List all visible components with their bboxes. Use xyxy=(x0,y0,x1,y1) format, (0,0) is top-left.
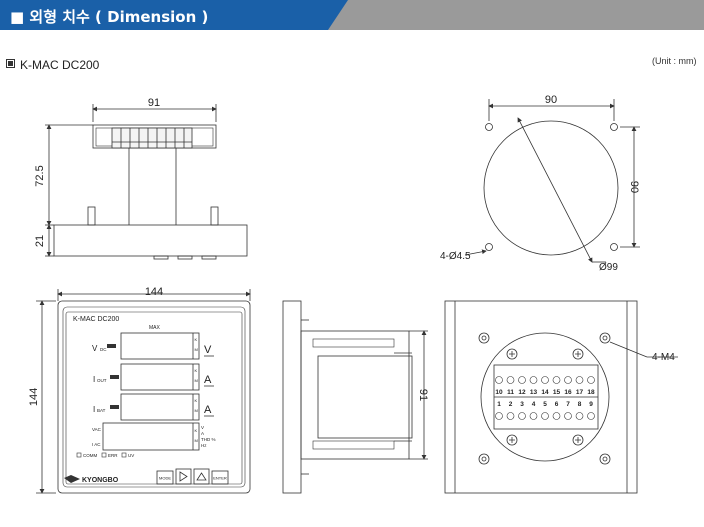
terminal-number: 3 xyxy=(520,401,524,408)
shift-button[interactable] xyxy=(175,468,192,485)
row2-k: K xyxy=(195,368,198,373)
terminal-profile xyxy=(317,355,413,439)
front-width-label: 144 xyxy=(145,286,163,298)
brand-label: KYONGBO xyxy=(82,477,119,484)
enter-button-label: ENTER xyxy=(213,476,227,481)
model-name: K-MAC DC200 xyxy=(20,58,100,72)
square-bullet-icon xyxy=(6,59,15,68)
row4-top: VAC xyxy=(92,427,102,432)
terminal-number: 7 xyxy=(566,401,570,408)
row4-m: M xyxy=(195,438,198,443)
mounting-hole xyxy=(485,243,493,251)
profile-view xyxy=(282,300,428,494)
terminal-number: 6 xyxy=(555,401,559,408)
mode-button[interactable] xyxy=(156,470,174,485)
terminal-numbers-top: 10 11 12 13 14 15 16 17 18 xyxy=(495,389,595,396)
enter-button[interactable] xyxy=(211,470,229,485)
row1-k: K xyxy=(195,337,198,342)
terminal-numbers-bottom: 1 2 3 4 5 6 7 8 9 xyxy=(497,401,593,408)
terminal-number: 1 xyxy=(497,401,501,408)
rear-view xyxy=(444,300,678,494)
row1-m: M xyxy=(195,347,198,352)
row4-k: K xyxy=(195,428,198,433)
row1-sub: DC xyxy=(100,347,107,352)
display-row-3 xyxy=(120,393,200,421)
mounting-hole xyxy=(485,123,493,131)
aux-unit-a: A xyxy=(201,431,204,436)
row2-sub: OUT xyxy=(97,378,107,383)
display-row-4 xyxy=(102,422,200,451)
bezel-profile xyxy=(282,300,302,494)
status-comm: COMM xyxy=(83,453,97,458)
hole-spacing-y-label: 90 xyxy=(628,181,640,193)
row1-unit: V xyxy=(204,344,212,356)
rear-boss xyxy=(480,332,610,462)
row2-label: I xyxy=(93,375,95,384)
row1-label: V xyxy=(92,344,98,353)
terminal-number: 5 xyxy=(543,401,547,408)
row4-bottom: I AC xyxy=(92,442,101,447)
front-model-label: K-MAC DC200 xyxy=(73,316,119,323)
terminal-number: 15 xyxy=(553,389,561,396)
terminal-number: 13 xyxy=(530,389,538,396)
body-profile xyxy=(300,330,410,460)
terminal-number: 4 xyxy=(532,401,536,408)
display-row-2 xyxy=(120,363,200,391)
row3-sub: BAT xyxy=(97,408,106,413)
mounting-hole xyxy=(610,123,618,131)
aux-unit-hz: Hz xyxy=(201,443,207,448)
side-width-label: 91 xyxy=(148,97,160,109)
model-label: K-MAC DC200 xyxy=(6,58,99,72)
row3-m: M xyxy=(195,408,198,413)
hole-callout-label: 4-Ø4.5 xyxy=(440,251,471,262)
side-view xyxy=(45,104,248,260)
front-height-label: 144 xyxy=(28,388,40,406)
terminal-number: 16 xyxy=(564,389,572,396)
header-title-band xyxy=(0,0,348,30)
status-uv: UV xyxy=(128,453,134,458)
row3-k: K xyxy=(195,398,198,403)
terminal-number: 11 xyxy=(507,389,514,396)
terminal-number: 17 xyxy=(576,389,584,396)
terminal-number: 10 xyxy=(495,389,503,396)
panel-cutout-view xyxy=(464,99,640,263)
mode-button-label: MODE xyxy=(159,476,171,481)
page-title: ■ 외형 치수 ( Dimension ) xyxy=(10,8,209,26)
terminal-number: 14 xyxy=(541,389,549,396)
status-err: ERR xyxy=(108,453,118,458)
terminal-number: 18 xyxy=(587,389,595,396)
row3-label: I xyxy=(93,405,95,414)
row2-unit: A xyxy=(204,374,212,386)
mounting-hole xyxy=(610,243,618,251)
circle-callout-label: Ø99 xyxy=(599,262,618,273)
row3-unit: A xyxy=(204,404,212,416)
row2-m: M xyxy=(195,378,198,383)
front-view xyxy=(36,289,251,494)
terminal-number: 9 xyxy=(589,401,593,408)
profile-height-label: 91 xyxy=(417,389,429,401)
display-row-1 xyxy=(120,332,200,360)
side-terminal-block xyxy=(111,127,193,149)
screw-callout-label: 4-M4 xyxy=(652,352,675,363)
aux-unit-v: V xyxy=(201,425,204,430)
rear-terminal-screws xyxy=(495,376,595,420)
side-height-label: 72.5 xyxy=(34,165,46,186)
aux-unit-thd: THD % xyxy=(201,437,216,442)
max-label: MAX xyxy=(149,325,161,331)
kyongbo-logo-icon xyxy=(64,475,80,483)
cutout-circle xyxy=(483,120,619,256)
side-depth-label: 21 xyxy=(34,235,46,247)
terminal-number: 12 xyxy=(518,389,526,396)
hole-spacing-x-label: 90 xyxy=(545,94,557,106)
rear-frame xyxy=(444,300,638,494)
terminal-number: 8 xyxy=(578,401,582,408)
terminal-number: 2 xyxy=(509,401,513,408)
unit-label: (Unit : mm) xyxy=(652,56,697,66)
up-button[interactable] xyxy=(193,468,210,485)
